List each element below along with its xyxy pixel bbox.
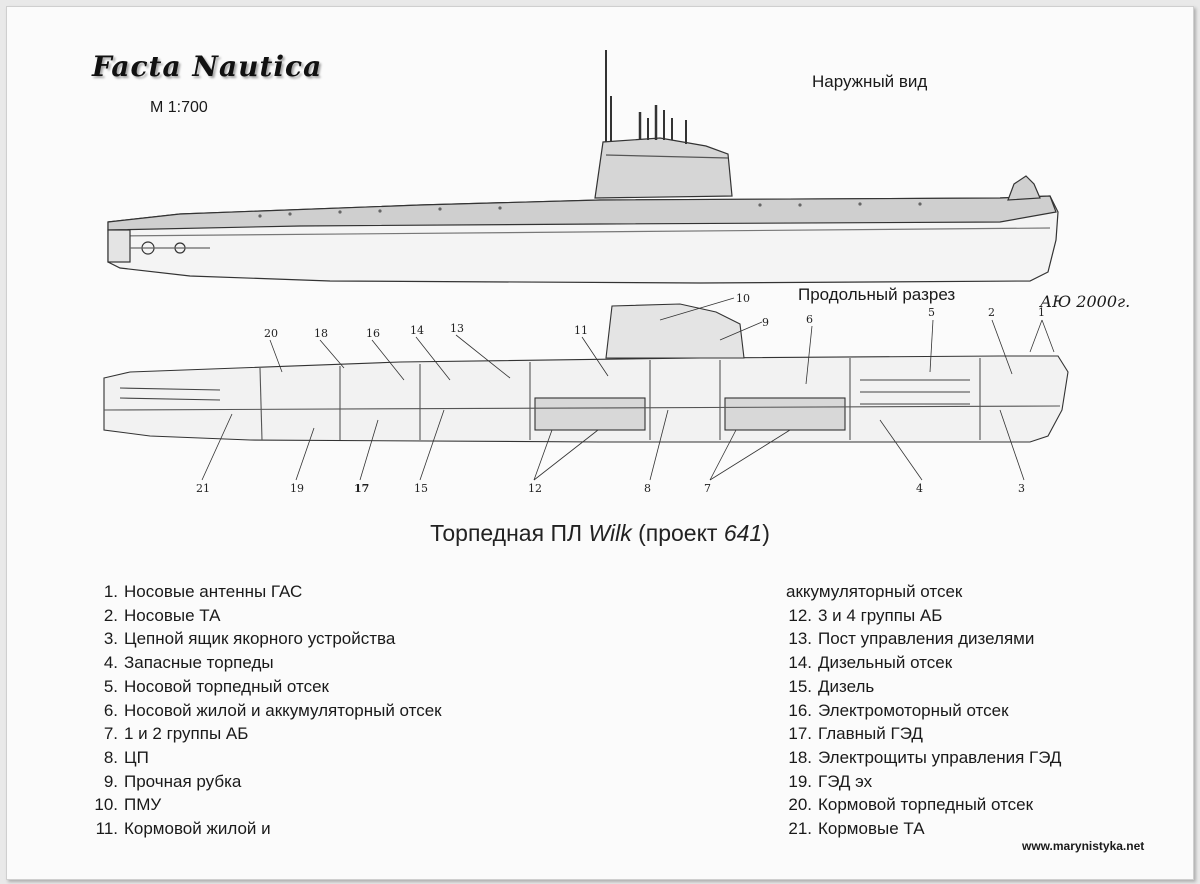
callout-4: 4 (916, 482, 923, 495)
brand-logo: Facta Nautica (92, 50, 323, 83)
callout-3: 3 (1018, 482, 1025, 495)
legend-item: 20.Кормовой торпедный отсек (788, 795, 1034, 815)
drawing-sheet (6, 6, 1194, 880)
legend-right: аккумуляторный отсек 12.3 и 4 группы АБ … (786, 580, 1061, 841)
callout-16: 16 (366, 327, 380, 340)
callout-11: 11 (574, 324, 588, 337)
legend-item: 4.Запасные торпеды (103, 653, 274, 673)
legend-item: 14.Дизельный отсек (788, 653, 953, 673)
callout-17: 17 (354, 482, 369, 495)
legend-item: 10.ПМУ (94, 795, 162, 815)
legend-item: 21.Кормовые ТА (788, 819, 925, 839)
legend-item: 3.Цепной ящик якорного устройства (103, 629, 396, 649)
callout-20: 20 (264, 327, 278, 340)
callout-13: 13 (450, 322, 464, 335)
section-view-title: Продольный разрез (798, 285, 956, 304)
legend-item: 2.Носовые ТА (103, 605, 221, 625)
legend-item: 7.1 и 2 группы АБ (103, 724, 249, 744)
callout-21: 21 (196, 482, 210, 495)
exterior-view-title: Наружный вид (812, 72, 928, 91)
callout-7: 7 (704, 482, 711, 495)
legend-item: 19.ГЭД эх (788, 771, 873, 791)
legend-item: 15.Дизель (788, 676, 875, 696)
legend-item: 13.Пост управления дизелями (788, 629, 1035, 649)
scale-label: М 1:700 (150, 99, 208, 116)
callout-15: 15 (414, 482, 428, 495)
legend-item: 6.Носовой жилой и аккумуляторный отсек (103, 700, 442, 720)
callout-6: 6 (806, 313, 813, 326)
legend-item: 16.Электромоторный отсек (788, 700, 1009, 720)
callouts-top: 20 18 16 14 13 11 10 9 6 5 2 1 (264, 292, 1045, 340)
drawing-title: Торпедная ПЛ Wilk (проект 641) (430, 520, 770, 546)
legend-item: 8.ЦП (103, 747, 149, 767)
callout-19: 19 (290, 482, 304, 495)
legend-item: 5.Носовой торпедный отсек (103, 676, 329, 696)
callout-18: 18 (314, 327, 328, 340)
callout-14: 14 (410, 324, 424, 337)
callout-9: 9 (762, 316, 769, 329)
callout-8: 8 (644, 482, 651, 495)
legend-item: 9.Прочная рубка (103, 771, 242, 791)
legend-left: 1.Носовые антенны ГАС 2.Носовые ТА 3.Цеп… (92, 580, 442, 841)
legend-item: 18.Электрощиты управления ГЭД (788, 747, 1062, 767)
callout-10: 10 (736, 292, 750, 305)
legend-item: 17.Главный ГЭД (788, 724, 923, 744)
callout-2: 2 (988, 306, 995, 319)
callouts-bottom: 21 19 17 15 12 8 7 4 3 (196, 482, 1025, 495)
callout-5: 5 (928, 306, 935, 319)
section-view (103, 303, 1069, 443)
callout-1: 1 (1038, 306, 1045, 319)
legend-item: 12.3 и 4 группы АБ (788, 605, 943, 625)
legend-item: 1.Носовые антенны ГАС (103, 582, 303, 601)
callout-12: 12 (528, 482, 542, 495)
exterior-view (107, 50, 1059, 284)
website-link[interactable]: www.marynistyka.net (1022, 839, 1145, 853)
legend-continuation: аккумуляторный отсек (786, 582, 963, 601)
author-signature: АЮ 2000г. (1040, 292, 1131, 311)
legend-item: 11.Кормовой жилой и (95, 819, 271, 839)
